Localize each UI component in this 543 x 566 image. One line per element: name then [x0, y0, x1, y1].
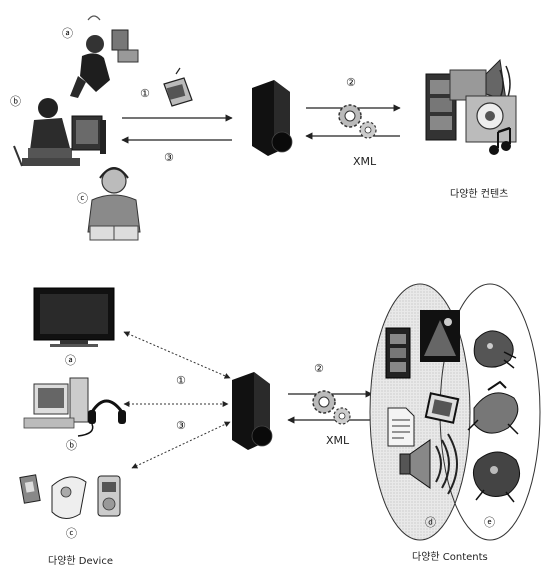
top-xml-label: XML — [353, 155, 377, 168]
bottom-server-icon — [232, 372, 272, 450]
document-icon — [388, 408, 414, 446]
user-a-label: ⓐ — [62, 27, 73, 40]
photo-icon — [420, 310, 460, 362]
creature-figure-1-icon — [474, 331, 516, 368]
top-contents-label: 다양한 컨텐츠 — [450, 188, 508, 200]
bottom-arrow-1-label: ① — [176, 374, 186, 387]
user-c-figure — [88, 168, 140, 240]
device-a-label: ⓐ — [65, 354, 76, 367]
group-d-label: ⓓ — [425, 516, 436, 529]
film-strip-icon — [386, 328, 410, 378]
top-contents-icon — [426, 60, 516, 155]
bottom-gear-icon — [313, 391, 350, 424]
bottom-arrow-2-label: ② — [314, 362, 324, 375]
device-c-label: ⓒ — [66, 527, 77, 540]
contents-caption: 다양한 Contents — [412, 551, 488, 563]
handheld-device-icon — [164, 68, 192, 106]
user-a-figure — [70, 16, 138, 98]
top-arrow-3-label: ③ — [164, 151, 174, 164]
mobile-devices-icon — [20, 475, 120, 519]
user-b-figure — [14, 98, 106, 166]
picture-frame-icon — [426, 393, 458, 422]
group-e-label: ⓔ — [484, 516, 495, 529]
bottom-arrow-3-label: ③ — [176, 419, 186, 432]
bottom-arrow-1 — [124, 332, 230, 378]
device-b-label: ⓑ — [66, 439, 77, 452]
user-b-label: ⓑ — [10, 95, 21, 108]
top-gear-icon — [339, 105, 376, 138]
top-server-icon — [252, 80, 292, 156]
pc-headset-icon — [24, 378, 126, 436]
user-c-label: ⓒ — [77, 192, 88, 205]
top-arrow-2-label: ② — [346, 76, 356, 89]
creature-figure-3-icon — [473, 452, 519, 502]
top-arrow-1-label: ① — [140, 87, 150, 100]
creature-figure-2-icon — [468, 382, 518, 434]
monitor-icon — [34, 288, 114, 347]
bottom-xml-label: XML — [326, 434, 350, 447]
devices-caption: 다양한 Device — [48, 555, 113, 566]
